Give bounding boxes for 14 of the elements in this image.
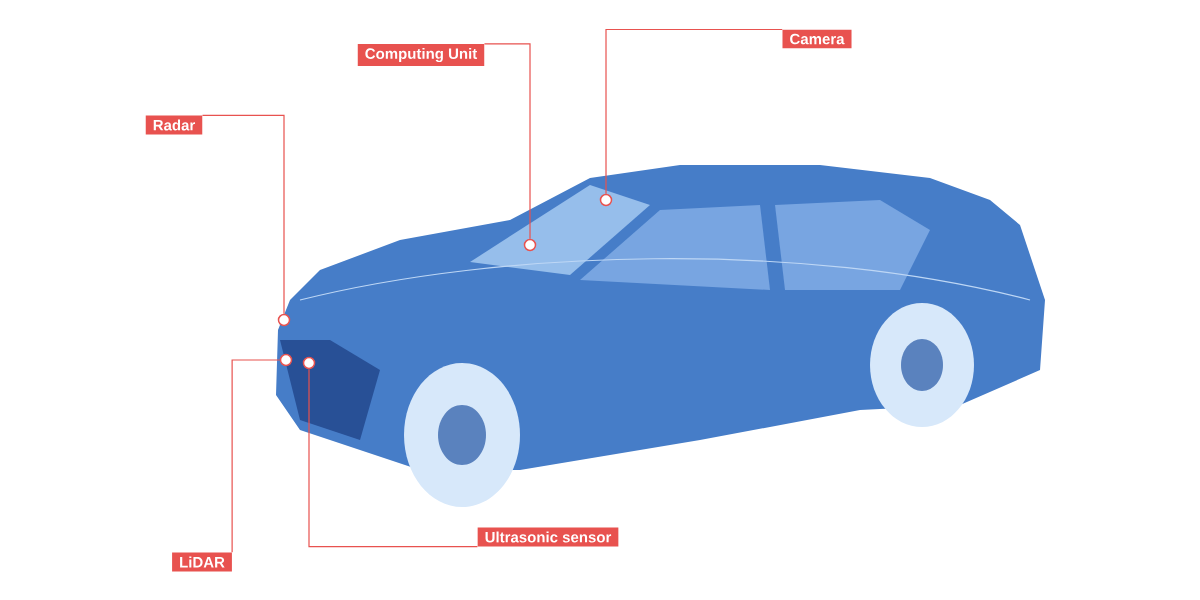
callout-label: Radar (145, 115, 203, 135)
sensor-point (599, 193, 613, 207)
leader-line (483, 43, 531, 240)
sensor-point (279, 353, 293, 367)
leader-line (201, 114, 285, 315)
leader-line (308, 368, 479, 548)
callout-label: Ultrasonic sensor (477, 527, 619, 547)
sensor-point (302, 356, 316, 370)
sensor-point (523, 238, 537, 252)
callout-label: Camera (782, 29, 852, 49)
leader-line (231, 359, 281, 553)
sensor-point (277, 313, 291, 327)
callout-label: Computing Unit (357, 44, 485, 67)
callout-label: LiDAR (172, 552, 232, 572)
